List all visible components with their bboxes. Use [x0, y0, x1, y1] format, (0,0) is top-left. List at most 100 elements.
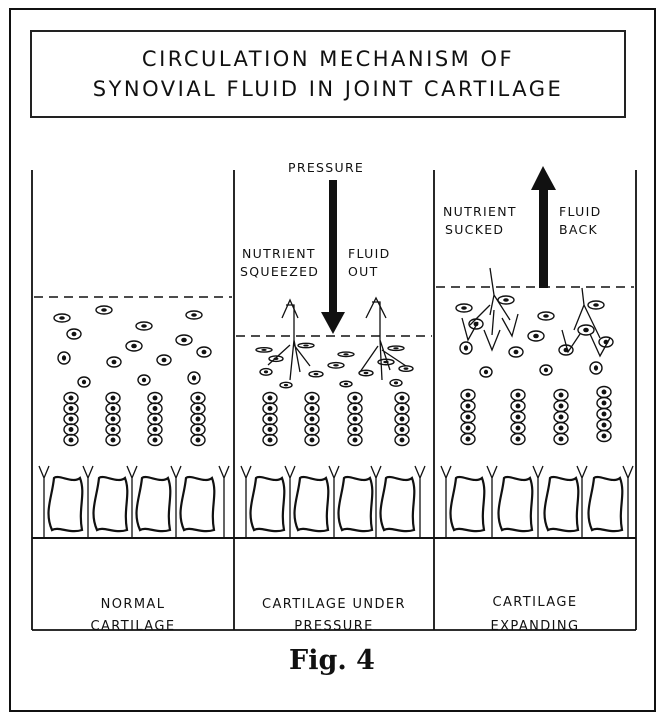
cell-nucleus [268, 427, 273, 432]
cell-nucleus [196, 438, 201, 443]
figure-caption: Fig. 4 [0, 645, 664, 676]
nutrient-sucked-label-1: NUTRIENT [443, 204, 517, 219]
cell-nucleus [268, 396, 273, 401]
cell-nucleus [353, 406, 358, 411]
fluid-out-label-1: FLUID [348, 246, 391, 261]
fluid-out-label-2: OUT [348, 264, 379, 279]
pressure-arrow [321, 180, 345, 334]
cell-nucleus [602, 401, 607, 406]
cell-nucleus [466, 437, 471, 442]
cell-nucleus [466, 393, 471, 398]
bone-trabecula [94, 477, 128, 531]
cell-nucleus [196, 396, 201, 401]
cell-nucleus [69, 427, 74, 432]
cell-nucleus [111, 396, 116, 401]
cell-nucleus [559, 437, 564, 442]
caption-pressure-1: CARTILAGE UNDER [262, 597, 406, 612]
cell-nucleus [464, 345, 468, 350]
cell-nucleus [196, 406, 201, 411]
bone-trabecula [499, 477, 533, 531]
cell-nucleus [268, 438, 273, 443]
nutrient-squeezed-label-2: SQUEEZED [240, 264, 319, 279]
cell-nucleus [602, 412, 607, 417]
cell-nucleus [111, 427, 116, 432]
cell-nucleus [559, 415, 564, 420]
bone-trabecula [181, 477, 215, 531]
cell-nucleus [602, 434, 607, 439]
cell-nucleus [153, 406, 158, 411]
cell-nucleus [344, 383, 348, 385]
cell-nucleus [310, 396, 315, 401]
blood-vessel [415, 466, 425, 538]
cell-nucleus [111, 438, 116, 443]
cell-nucleus [59, 316, 65, 320]
bone-trabecula [339, 477, 373, 531]
cell-nucleus [400, 438, 405, 443]
caption-normal-2: CARTILAGE [91, 619, 176, 634]
cell-nucleus [314, 373, 319, 375]
cell-nucleus [310, 406, 315, 411]
cell-nucleus [602, 423, 607, 428]
cell-nucleus [69, 417, 74, 422]
blood-vessel [127, 466, 137, 538]
cell-nucleus [593, 303, 599, 307]
cell-nucleus [268, 406, 273, 411]
cell-nucleus [544, 368, 548, 373]
blood-vessel [441, 466, 451, 538]
cell-nucleus [333, 364, 339, 366]
cell-nucleus [69, 406, 74, 411]
cell-nucleus [516, 415, 521, 420]
bone-trabecula [137, 477, 171, 531]
cell-nucleus [466, 415, 471, 420]
blood-vessel [623, 466, 633, 538]
caption-expanding-2: EXPANDING [491, 619, 580, 634]
cell-nucleus [594, 365, 598, 370]
cell-nucleus [202, 350, 207, 355]
fluid-back-arrow [531, 166, 556, 288]
cell-nucleus [559, 404, 564, 409]
caption-normal-1: NORMAL [101, 597, 166, 612]
cell-nucleus [400, 396, 405, 401]
cell-nucleus [101, 308, 107, 312]
bone-trabecula [545, 477, 579, 531]
cell-nucleus [343, 353, 349, 355]
cell-nucleus [196, 417, 201, 422]
cell-nucleus [543, 314, 549, 318]
cell-nucleus [111, 406, 116, 411]
bone-trabecula [381, 477, 415, 531]
blood-vessel [171, 466, 181, 538]
cell-nucleus [153, 417, 158, 422]
cell-nucleus [192, 375, 196, 380]
cell-nucleus [559, 393, 564, 398]
cell-nucleus [503, 298, 509, 302]
cell-nucleus [353, 396, 358, 401]
cell-nucleus [516, 404, 521, 409]
bone-trabecula [295, 477, 329, 531]
cell-nucleus [261, 349, 267, 351]
cell-nucleus [353, 438, 358, 443]
cell-nucleus [142, 378, 146, 383]
cell-nucleus [153, 427, 158, 432]
cell-nucleus [400, 417, 405, 422]
fluid-back-label-1: FLUID [559, 204, 602, 219]
cell-nucleus [516, 393, 521, 398]
pressure-label: PRESSURE [288, 160, 364, 175]
cell-nucleus [310, 427, 315, 432]
cell-nucleus [69, 396, 74, 401]
cell-nucleus [141, 324, 147, 328]
cell-nucleus [394, 381, 398, 384]
cell-nucleus [404, 367, 409, 369]
cell-nucleus [484, 370, 488, 375]
cell-nucleus [393, 347, 399, 349]
cell-nucleus [400, 406, 405, 411]
cell-nucleus [162, 358, 167, 363]
bone-trabecula [451, 477, 485, 531]
cell-nucleus [181, 338, 187, 343]
blood-vessel [241, 466, 251, 538]
blood-vessel [39, 466, 49, 538]
cell-nucleus [533, 334, 539, 339]
cell-nucleus [364, 372, 369, 374]
cell-nucleus [153, 396, 158, 401]
cell-nucleus [516, 426, 521, 431]
